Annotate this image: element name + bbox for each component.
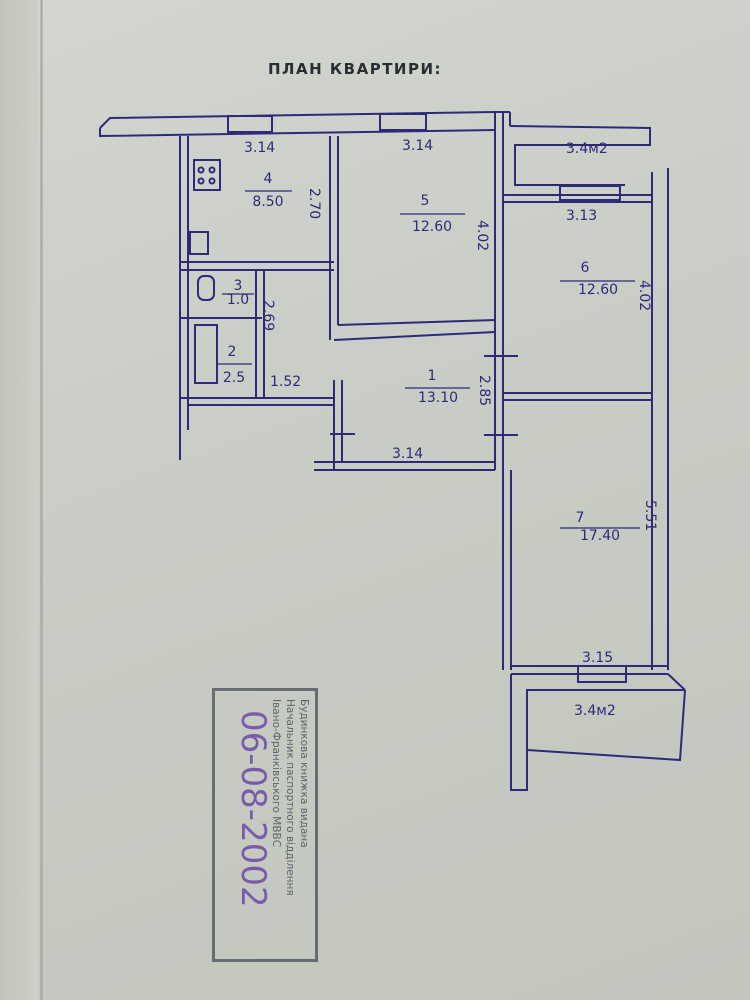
- dim-corridor-width: 1.52: [270, 374, 301, 390]
- dim-room5-width: 3.14: [402, 138, 433, 154]
- room1-number: 1: [428, 368, 437, 384]
- room5-area: 12.60: [412, 219, 452, 235]
- room2-area: 2.5: [223, 370, 245, 386]
- bathtub: [194, 324, 218, 384]
- room2-number: 2: [228, 344, 237, 360]
- window-room7: [577, 665, 627, 683]
- room4-number: 4: [264, 171, 273, 187]
- room3-number: 3: [234, 278, 243, 294]
- dim-bath-depth: 2.69: [260, 300, 276, 331]
- dim-room7-width: 3.15: [582, 650, 613, 666]
- sink: [189, 231, 209, 255]
- toilet: [197, 275, 215, 301]
- stamp-line-1: Будинкова книжка видана: [298, 699, 310, 848]
- dim-room6-width: 3.13: [566, 208, 597, 224]
- room3-area: 1.0: [227, 292, 249, 308]
- stamp-line-2: Начальник паспортного відділення: [284, 699, 296, 896]
- dim-room7-depth: 5.51: [642, 500, 658, 531]
- dim-hall-depth: 2.85: [476, 375, 492, 406]
- room6-area: 12.60: [578, 282, 618, 298]
- stove: [193, 159, 221, 191]
- window-room5: [379, 113, 427, 131]
- passport-office-stamp: Будинкова книжка видана Начальник паспор…: [212, 688, 318, 962]
- document-title: ПЛАН КВАРТИРИ:: [268, 60, 443, 78]
- fold-line: [40, 0, 43, 1000]
- wall-top-inner: [99, 128, 496, 138]
- dim-hall-width: 3.14: [392, 446, 423, 462]
- page-edge: [0, 0, 38, 1000]
- stamp-date: 06-08-2002: [233, 710, 273, 908]
- dim-kitchen-width: 3.14: [244, 140, 275, 156]
- dim-kitchen-depth: 2.70: [306, 188, 322, 219]
- window-room6: [559, 185, 621, 201]
- dim-balcony-top: 3.4м2: [566, 141, 608, 157]
- wall-top: [99, 111, 510, 129]
- room7-number: 7: [576, 510, 585, 526]
- window-kitchen: [227, 115, 273, 133]
- stamp-date-text: 06-08-2002: [233, 710, 273, 908]
- room7-area: 17.40: [580, 528, 620, 544]
- dim-room6-depth: 4.02: [636, 280, 652, 311]
- room6-number: 6: [581, 260, 590, 276]
- dim-balcony-bottom: 3.4м2: [574, 703, 616, 719]
- room5-number: 5: [421, 193, 430, 209]
- room1-area: 13.10: [418, 390, 458, 406]
- dim-room5-depth: 4.02: [474, 220, 490, 251]
- room4-area: 8.50: [252, 194, 283, 210]
